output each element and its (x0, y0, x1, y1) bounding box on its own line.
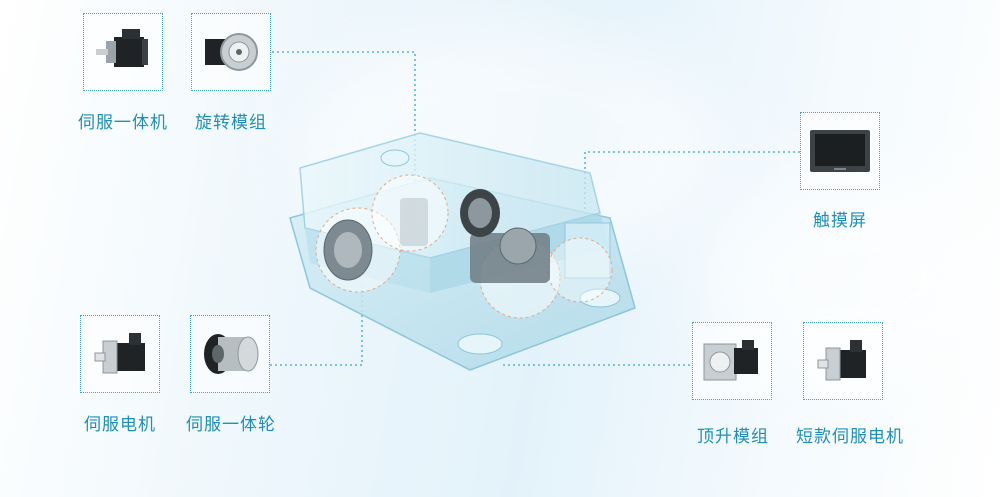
touch-screen-box (800, 112, 880, 190)
rotation-module-box (191, 13, 271, 91)
lift-module-box (692, 322, 772, 400)
lift-module-label: 顶升模组 (697, 427, 769, 447)
servo-integrated-motor-box (83, 13, 163, 91)
short-servo-motor-icon (817, 340, 866, 381)
servo-wheel-box (190, 315, 270, 393)
rotation-module-icon (205, 33, 258, 71)
servo-motor-label: 伺服电机 (84, 415, 156, 435)
short-servo-motor-label: 短款伺服电机 (796, 427, 904, 447)
servo-wheel-icon (204, 334, 259, 374)
servo-motor-icon (94, 333, 145, 374)
servo-integrated-motor-label: 伺服一体机 (78, 113, 168, 133)
servo-integrated-motor-icon (96, 29, 148, 67)
touch-screen-icon (810, 130, 870, 172)
agv-chassis-illustration (289, 132, 636, 371)
servo-motor-box (80, 315, 160, 393)
touch-screen-label: 触摸屏 (813, 211, 867, 231)
short-servo-motor-box (803, 322, 883, 400)
rotation-module-label: 旋转模组 (195, 113, 267, 133)
lift-module-icon (703, 340, 758, 381)
servo-wheel-label: 伺服一体轮 (186, 415, 276, 435)
